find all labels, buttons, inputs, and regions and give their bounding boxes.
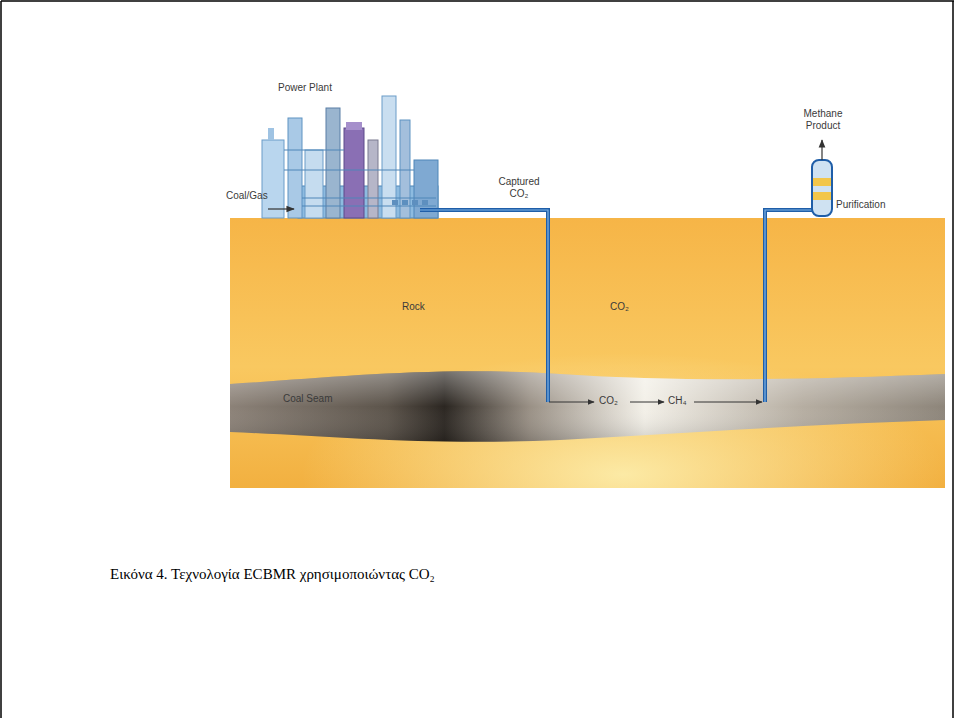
gas-label: CO₂: [599, 395, 618, 407]
layer-label: Coal Seam: [283, 393, 332, 405]
flow-label: Captured CO₂: [496, 176, 542, 200]
figure-caption: Εικόνα 4. Τεχνολογία ECBMR χρησιμοποιώντ…: [110, 566, 435, 583]
part-label: Purification: [836, 199, 885, 211]
gas-label: CH₄: [668, 395, 687, 407]
part-label: Power Plant: [278, 82, 332, 94]
gas-label: CO₂: [610, 301, 629, 313]
layer-label: Rock: [402, 301, 425, 313]
input-label: Coal/Gas: [226, 190, 268, 202]
product-label: Methane Product: [800, 108, 846, 132]
